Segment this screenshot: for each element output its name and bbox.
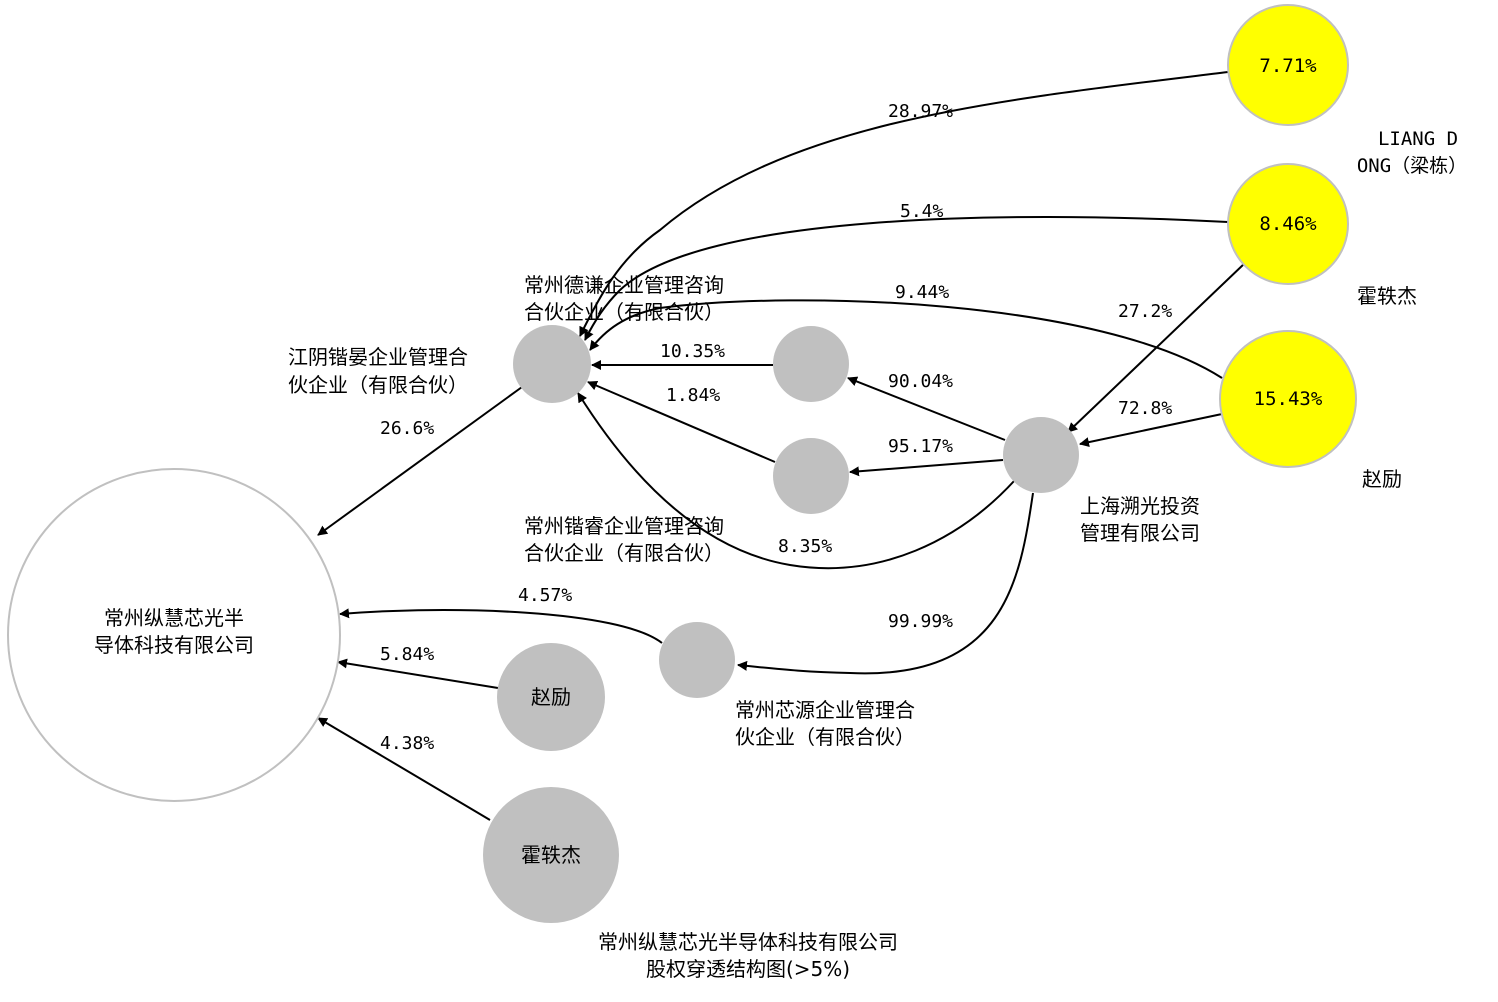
target-label-line1: 常州纵慧芯光半: [104, 606, 244, 630]
node-zhaoli[interactable]: [1219, 330, 1357, 468]
edge-label: 9.44%: [895, 282, 949, 303]
node-xinyuan[interactable]: [659, 622, 735, 698]
diagram-title-line2: 股权穿透结构图(>5%): [646, 957, 850, 981]
edge-jiangyin-target: [317, 386, 523, 536]
xinyuan-label-line1: 常州芯源企业管理合: [735, 698, 915, 722]
edge-mid2-jiangyin: [587, 380, 776, 463]
edge-label: 5.4%: [900, 201, 944, 222]
edge-zhaoli-shanghai: [1079, 413, 1223, 448]
edge-huotiejie-target: [317, 717, 491, 821]
huotiejie-label: 霍轶杰: [1357, 284, 1417, 308]
edge-label: 1.84%: [666, 385, 720, 406]
edge-label: 27.2%: [1118, 301, 1172, 322]
node-liangdong[interactable]: [1227, 4, 1349, 126]
zhaoli-label: 赵励: [1362, 467, 1402, 491]
node-zhaoli-direct[interactable]: [497, 643, 605, 751]
edge-label: 10.35%: [660, 341, 725, 362]
edge-huotiejie-shanghai: [1067, 262, 1246, 433]
edge-label: 26.6%: [380, 418, 434, 439]
deqian-label-line2: 合伙企业（有限合伙）: [524, 300, 724, 324]
liangdong-label-line1: LIANG D: [1378, 128, 1458, 150]
edge-label: 4.57%: [518, 585, 572, 606]
edge-label: 90.04%: [888, 371, 953, 392]
edge-label: 72.8%: [1118, 398, 1172, 419]
edge-label: 4.38%: [380, 733, 434, 754]
liangdong-label-line2: ONG（梁栋）: [1357, 155, 1467, 177]
target-label-line2: 导体科技有限公司: [94, 633, 254, 657]
jiangyin-label-line1: 江阴锴晏企业管理合: [288, 345, 468, 369]
zhaoli-percent: 15.43%: [1254, 388, 1323, 410]
edge-liangdong-jiangyin: [579, 71, 1229, 337]
edge-label: 95.17%: [888, 436, 953, 457]
jiangyin-label-line2: 伙企业（有限合伙）: [288, 373, 468, 397]
edge-label: 28.97%: [888, 101, 953, 122]
edge-shanghai-jiangyin: [577, 392, 1016, 570]
node-target-company[interactable]: [7, 468, 341, 802]
edge-zhaoli-jiangyin: [589, 299, 1223, 379]
huotiejie-direct-label: 霍轶杰: [521, 843, 581, 867]
edge-label: 99.99%: [888, 611, 953, 632]
node-kairui[interactable]: [773, 438, 849, 514]
node-jiangyin[interactable]: [513, 325, 591, 403]
diagram-title-line1: 常州纵慧芯光半导体科技有限公司: [598, 930, 898, 954]
node-huotiejie-direct[interactable]: [483, 787, 619, 923]
zhaoli-direct-label: 赵励: [531, 685, 571, 709]
edge-label: 8.35%: [778, 536, 832, 557]
node-shanghai-suguang[interactable]: [1003, 417, 1079, 493]
deqian-label-line1: 常州德谦企业管理咨询: [524, 273, 724, 297]
kairui-label-line2: 合伙企业（有限合伙）: [524, 541, 724, 565]
shanghai-label-line1: 上海溯光投资: [1080, 494, 1200, 518]
edge-huotiejie-jiangyin: [584, 216, 1229, 341]
liangdong-percent: 7.71%: [1259, 55, 1317, 77]
shanghai-label-line2: 管理有限公司: [1080, 521, 1200, 545]
huotiejie-percent: 8.46%: [1259, 213, 1317, 235]
edge-xinyuan-target: [339, 608, 663, 644]
node-deqian[interactable]: [773, 326, 849, 402]
edge-shanghai-xinyuan: [737, 492, 1034, 675]
edge-label: 5.84%: [380, 644, 434, 665]
edge-zhaoli-target: [337, 658, 499, 689]
node-huotiejie[interactable]: [1227, 163, 1349, 285]
xinyuan-label-line2: 伙企业（有限合伙）: [735, 725, 915, 749]
kairui-label-line1: 常州锴睿企业管理咨询: [524, 514, 724, 538]
edge-shanghai-mid1: [847, 376, 1006, 441]
edge-shanghai-mid2: [849, 459, 1004, 477]
